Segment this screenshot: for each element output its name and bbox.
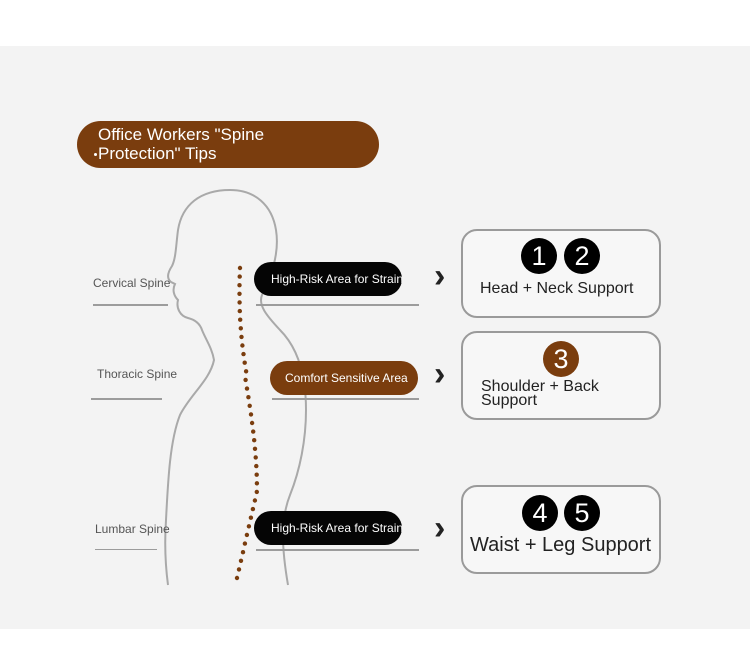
lumbar-area-pill: High-Risk Area for Strain	[254, 511, 402, 545]
lumbar-area-line	[256, 549, 419, 551]
spine-dot	[243, 377, 248, 383]
spine-dot	[249, 420, 255, 426]
spine-dot	[254, 489, 259, 495]
cervical-area-line	[256, 304, 419, 306]
spine-dot	[243, 369, 249, 374]
spine-dot	[238, 558, 244, 563]
spine-dot	[252, 446, 258, 451]
cervical-area-label: High-Risk Area for Strain	[271, 272, 402, 286]
waist-leg-support-box: 4 5 Waist + Leg Support	[461, 485, 661, 574]
spine-dot	[246, 395, 251, 400]
spine-dot	[244, 386, 250, 391]
spine-dot	[238, 317, 243, 322]
spine-dot	[246, 524, 252, 529]
chevron-right-icon: ›	[434, 509, 446, 547]
title-line-2: Protection" Tips	[98, 144, 217, 163]
spine-dot	[240, 550, 246, 555]
spine-dot	[241, 351, 246, 357]
thoracic-area-line	[272, 398, 419, 400]
thoracic-line	[91, 398, 162, 400]
spine-dot	[254, 481, 260, 486]
spine-dot	[254, 463, 259, 469]
spine-dot	[242, 541, 248, 546]
cervical-spine-label: Cervical Spine	[93, 276, 171, 290]
spine-dot	[250, 506, 256, 512]
spine-dot	[234, 575, 240, 581]
spine-dot	[252, 498, 258, 503]
lumbar-line	[95, 549, 157, 550]
badge-5: 5	[564, 495, 600, 531]
spine-dot	[253, 455, 258, 460]
head-neck-support-box: 1 2 Head + Neck Support	[461, 229, 661, 318]
chevron-right-icon: ›	[434, 257, 446, 295]
lumbar-spine-label: Lumbar Spine	[95, 522, 170, 536]
spine-dot	[237, 291, 242, 296]
spine-dot	[237, 274, 242, 279]
spine-dot	[252, 438, 257, 443]
thoracic-spine-label: Thoracic Spine	[97, 367, 178, 381]
spine-dot	[247, 403, 252, 408]
spine-dot	[236, 567, 242, 572]
chevron-right-icon: ›	[434, 355, 446, 393]
badge-4: 4	[522, 495, 558, 531]
cervical-area-pill: High-Risk Area for Strain	[254, 262, 402, 296]
spine-dots	[234, 265, 260, 581]
cervical-line	[93, 304, 168, 306]
spine-dot	[248, 412, 254, 417]
spine-dot	[238, 326, 243, 331]
spine-dot	[240, 343, 245, 348]
spine-dot	[237, 265, 243, 271]
thoracic-area-pill: Comfort Sensitive Area	[270, 361, 418, 395]
shoulder-back-support-label: Shoulder + Back Support	[481, 378, 599, 409]
shoulder-back-support-box: 3 Shoulder + Back Support	[461, 331, 661, 420]
badge-2: 2	[564, 238, 600, 274]
badge-1: 1	[521, 238, 557, 274]
waist-leg-support-label: Waist + Leg Support	[470, 534, 652, 556]
spine-dot	[244, 532, 250, 538]
head-neck-support-label: Head + Neck Support	[480, 280, 634, 297]
spine-dot	[248, 515, 254, 520]
spine-dot	[237, 283, 242, 288]
spine-dot	[242, 360, 247, 365]
thoracic-area-label: Comfort Sensitive Area	[285, 371, 408, 385]
spine-dot	[239, 334, 244, 340]
spine-dot	[251, 429, 256, 434]
spine-dot	[237, 308, 242, 314]
title-line-1: Office Workers "Spine	[98, 125, 265, 144]
lumbar-area-label: High-Risk Area for Strain	[271, 521, 402, 535]
badge-3: 3	[543, 341, 579, 377]
spine-dot	[254, 472, 259, 477]
title-banner: Office Workers "Spine Protection" Tips	[77, 121, 379, 168]
bullet-dot	[94, 153, 97, 156]
spine-dot	[237, 300, 242, 305]
